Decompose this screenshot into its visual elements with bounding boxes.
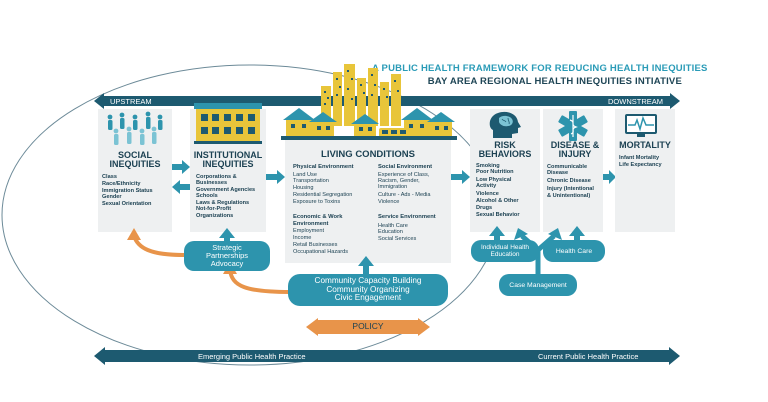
social-inequities-list: Class Race/Ethnicity Immigration Status … xyxy=(102,174,153,208)
list-item: Social Services xyxy=(378,236,417,243)
list-item: Race/Ethnicity xyxy=(102,180,141,187)
list-item: Sexual Behavior xyxy=(476,211,520,218)
list-item: Infant Mortality xyxy=(619,155,660,161)
medical-star-icon xyxy=(558,111,588,141)
list-item: Life Expectancy xyxy=(619,161,662,168)
list-item: Education xyxy=(378,229,403,236)
institution-building-icon xyxy=(194,103,262,144)
list-item: Drugs xyxy=(476,204,493,211)
list-item: Immigration xyxy=(378,183,408,190)
policy-label[interactable]: POLICY xyxy=(352,321,384,331)
list-item: Housing xyxy=(293,185,314,192)
social-to-institutional-arrow xyxy=(172,160,190,194)
list-item: Government Agencies xyxy=(196,186,256,193)
individual-health-education-pill[interactable]: Individual Health Education xyxy=(471,240,539,262)
living-to-risk-arrow xyxy=(451,170,470,184)
upstream-label: UPSTREAM xyxy=(110,97,152,106)
list-item: Violence xyxy=(378,199,400,206)
list-item: Experience of Class, xyxy=(378,171,430,178)
health-care-pill[interactable]: Health Care xyxy=(543,240,605,262)
list-item: Injury (Intentional xyxy=(547,186,594,193)
section-heading: Service Environment xyxy=(378,214,436,220)
people-icon xyxy=(107,111,163,145)
list-item: Transportation xyxy=(293,178,329,185)
strategic-partnerships-pill[interactable]: Strategic Partnerships Advocacy xyxy=(184,241,270,271)
mortality-list: Infant Mortality Life Expectancy xyxy=(619,155,662,169)
list-item: Racism, Gender, xyxy=(378,177,420,184)
list-item: Land Use xyxy=(293,171,317,178)
list-item: Alcohol & Other xyxy=(476,198,519,205)
risk-behaviors-list: Smoking Poor Nutrition Low Physical Acti… xyxy=(476,163,520,218)
framework-subtitle: BAY AREA REGIONAL HEALTH INEQUITIES INTI… xyxy=(427,76,682,87)
list-item: Gender xyxy=(102,194,122,201)
framework-title: A PUBLIC HEALTH FRAMEWORK FOR REDUCING H… xyxy=(372,63,708,74)
disease-injury-list: Communicable Disease Chronic Disease Inj… xyxy=(547,164,594,199)
list-item: Residential Segregation xyxy=(293,192,353,199)
list-item: Not-for-Profit xyxy=(196,206,232,213)
section-heading: Social Environment xyxy=(378,164,433,170)
list-item: Violence xyxy=(476,190,499,197)
brain-head-icon xyxy=(489,111,521,138)
practice-arrow xyxy=(94,347,680,365)
list-item: Immigration Status xyxy=(102,187,153,194)
disease-to-mortality-arrow xyxy=(603,170,616,184)
current-practice-label: Current Public Health Practice xyxy=(538,352,639,361)
heart-monitor-icon xyxy=(625,114,657,137)
section-heading: Physical Environment xyxy=(293,164,354,170)
list-item: & Unintentional) xyxy=(547,192,591,199)
list-item: Culture - Ads - Media xyxy=(378,192,431,199)
list-item: Low Physical xyxy=(476,176,512,183)
city-skyline-icon xyxy=(281,64,457,140)
list-item: Organizations xyxy=(196,212,234,219)
list-item: Health Care xyxy=(378,222,408,229)
list-item: Exposure to Toxins xyxy=(293,198,341,205)
community-capacity-pill[interactable]: Community Capacity Building Community Or… xyxy=(288,274,448,306)
list-item: Poor Nutrition xyxy=(476,169,514,176)
disease-injury-title: DISEASE &INJURY xyxy=(550,140,600,160)
emerging-practice-label: Emerging Public Health Practice xyxy=(198,352,306,361)
list-item: Businesses xyxy=(196,180,228,187)
list-item: Smoking xyxy=(476,163,500,169)
living-conditions-panel xyxy=(285,140,451,263)
list-item: Disease xyxy=(547,170,569,177)
list-item: Class xyxy=(102,174,117,180)
physical-environment-section: Physical Environment Land Use Transporta… xyxy=(293,164,354,206)
list-item: Schools xyxy=(196,193,218,200)
social-environment-section: Social Environment Experience of Class, … xyxy=(378,164,432,205)
living-conditions-title: LIVING CONDITIONS xyxy=(321,149,415,160)
list-item: Sexual Orientation xyxy=(102,201,152,208)
list-item: Communicable xyxy=(547,164,588,170)
list-item: Laws & Regulations xyxy=(196,199,250,206)
downstream-label: DOWNSTREAM xyxy=(608,97,663,106)
list-item: Retail Businesses xyxy=(293,241,338,248)
service-environment-section: Service Environment Health Care Educatio… xyxy=(378,214,436,243)
list-item: Occupational Hazards xyxy=(293,248,349,255)
institutional-to-living-arrow xyxy=(266,170,285,184)
list-item: Employment xyxy=(293,228,325,235)
list-item: Activity xyxy=(476,183,497,190)
list-item: Chronic Disease xyxy=(547,178,591,185)
list-item: Income xyxy=(293,235,312,242)
institutional-inequities-list: Corporations & Businesses Government Age… xyxy=(196,174,255,219)
case-management-pill[interactable]: Case Management xyxy=(499,274,577,296)
policy-arrow xyxy=(306,318,430,336)
mortality-title: MORTALITY xyxy=(619,140,671,150)
list-item: Corporations & xyxy=(196,174,237,180)
